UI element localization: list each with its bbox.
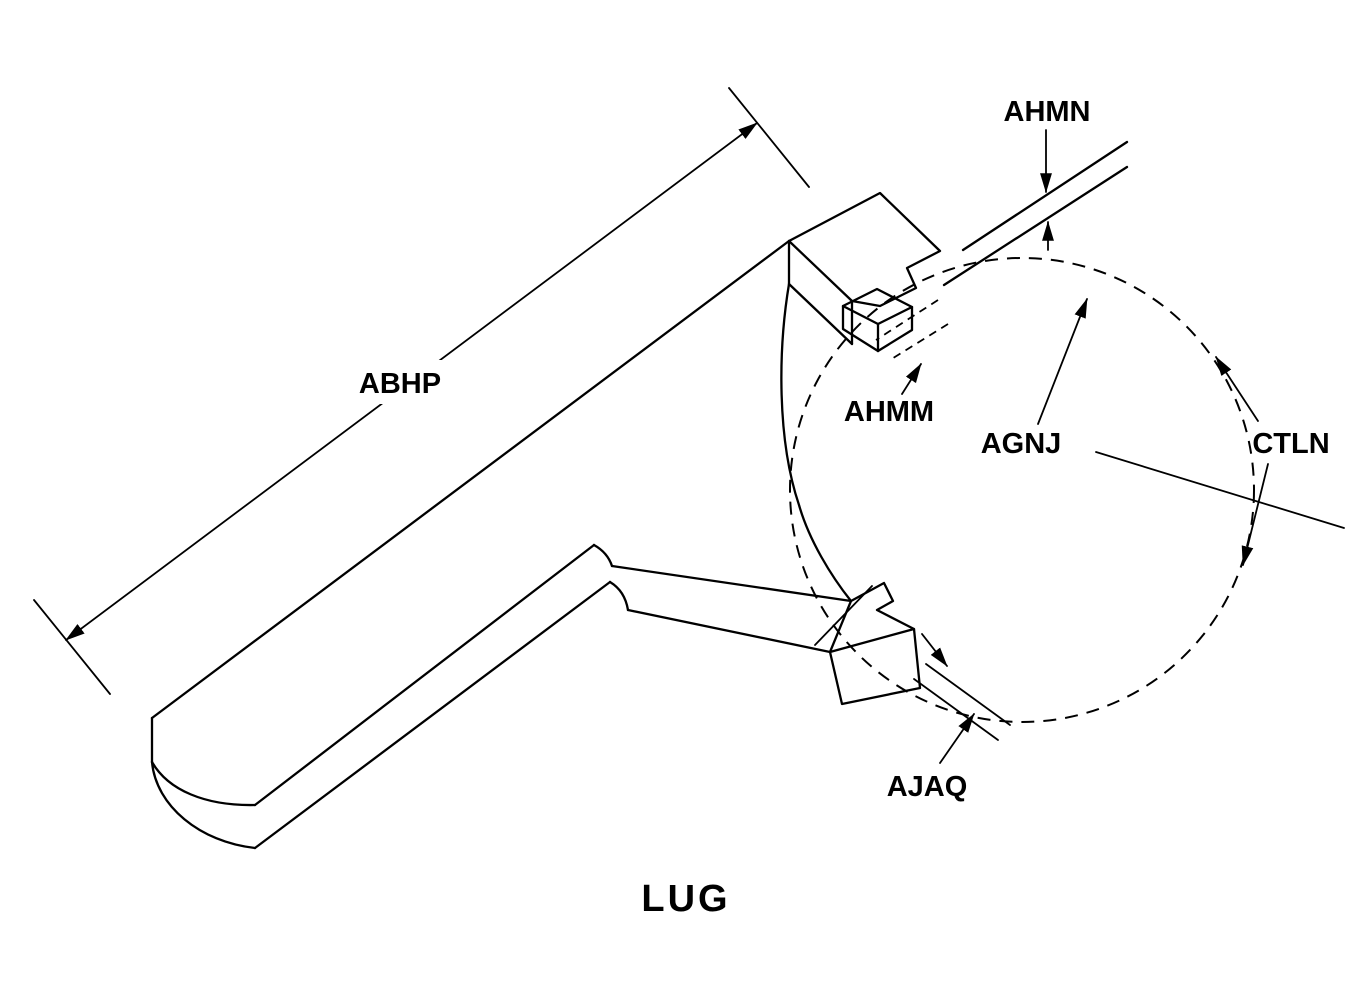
dim-ahmn — [1040, 129, 1054, 251]
label-agnj: AGNJ — [981, 428, 1062, 460]
head-block-top-face — [787, 191, 942, 308]
abhp-label-mask — [346, 360, 454, 404]
head-front-bottom-edge — [787, 282, 854, 346]
left-end-top-arc — [150, 760, 257, 807]
ctln-arrow-lower — [1241, 463, 1269, 566]
hidden-slot-edge-upper — [875, 299, 939, 341]
dim-ctln — [1215, 356, 1269, 566]
flange-axis-line — [1095, 451, 1345, 529]
part-title: LUG — [641, 878, 730, 920]
long-arm-silhouette-edge — [253, 580, 612, 850]
label-ajaq: AJAQ — [887, 771, 968, 803]
dimension-labels: ABHP AHMN AHMM AGNJ CTLN AJAQ — [359, 96, 1330, 803]
label-ahmn: AHMN — [1004, 96, 1091, 128]
ajaq-arrow-upper — [921, 633, 948, 667]
strap-curve-edge — [780, 282, 853, 603]
ajaq-extension-line-lower — [913, 678, 999, 741]
lower-arm-top-edge — [610, 564, 853, 603]
label-ahmm: AHMM — [844, 396, 934, 428]
ajaq-extension-line-upper — [925, 663, 1011, 726]
label-abhp: ABHP — [359, 368, 441, 400]
label-ctln: CTLN — [1252, 428, 1329, 460]
tab-right-face — [876, 305, 914, 353]
ctln-arrow-upper — [1215, 356, 1259, 422]
tab-front-face — [841, 304, 880, 353]
ajaq-leader-arrow — [939, 713, 975, 764]
flange-edge-lines — [942, 140, 1345, 529]
abhp-witness-line-left — [33, 599, 111, 695]
lower-hook-top-front-edge — [828, 627, 916, 654]
dim-agnj — [1037, 298, 1088, 425]
flange-phantom-geometry — [789, 257, 1255, 723]
agnj-leader-arrow — [1037, 298, 1088, 425]
dim-ajaq — [913, 633, 1011, 764]
hidden-slot-edge-lower — [889, 323, 949, 361]
lug-body-outline — [150, 191, 942, 850]
far-edge-jog-bend — [592, 543, 614, 568]
long-arm-far-edge — [253, 543, 596, 807]
head-top-front-edge — [787, 239, 854, 303]
flange-edge-line-bottom — [942, 165, 1129, 287]
left-end-bottom-arc — [150, 760, 257, 850]
flange-edge-line-top — [961, 140, 1129, 252]
dim-ahmm — [901, 363, 922, 395]
lower-arm-bottom-edge — [626, 608, 832, 654]
flange-circle-dashed — [789, 257, 1255, 723]
lower-hook-block — [828, 581, 922, 706]
long-arm-near-edge — [150, 239, 791, 720]
lower-hook-witness-line — [814, 585, 873, 646]
abhp-witness-line-right — [728, 87, 810, 188]
silhouette-jog-bend — [608, 580, 630, 612]
ahmm-leader-arrow — [901, 363, 922, 395]
dim-abhp — [33, 87, 810, 695]
